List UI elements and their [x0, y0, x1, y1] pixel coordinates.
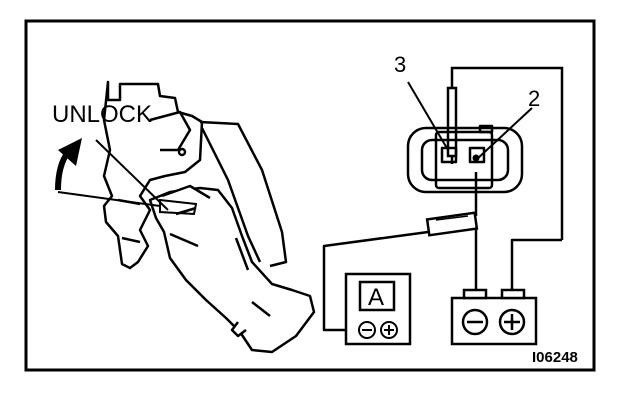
- ammeter-negative-terminal-icon: [358, 321, 376, 339]
- ammeter-display: [358, 280, 396, 312]
- terminal-3-callout: 3: [394, 52, 449, 151]
- unlock-label: UNLOCK: [52, 101, 152, 128]
- battery-positive-post: [500, 288, 526, 300]
- connector-front-view: [406, 124, 524, 194]
- battery: [450, 288, 538, 346]
- fuse-holder: [425, 211, 479, 237]
- ammeter: A: [344, 272, 412, 346]
- test-probes: [446, 66, 564, 240]
- ammeter-letter: A: [368, 284, 384, 311]
- battery-negative-icon: [461, 308, 489, 336]
- terminal-2-callout: 2: [472, 86, 540, 162]
- battery-positive-icon: [498, 308, 526, 336]
- terminal-3-label: 3: [394, 52, 406, 77]
- hand: [148, 184, 316, 354]
- wiring: [322, 172, 562, 332]
- terminal-2-label: 2: [528, 86, 540, 111]
- unlock-tool: [57, 139, 198, 216]
- figure-id: I06248: [532, 349, 578, 366]
- diagram-border: [24, 19, 596, 372]
- unlock-arrow: [55, 138, 82, 191]
- ammeter-positive-terminal-icon: [380, 321, 398, 339]
- battery-negative-post: [462, 288, 488, 300]
